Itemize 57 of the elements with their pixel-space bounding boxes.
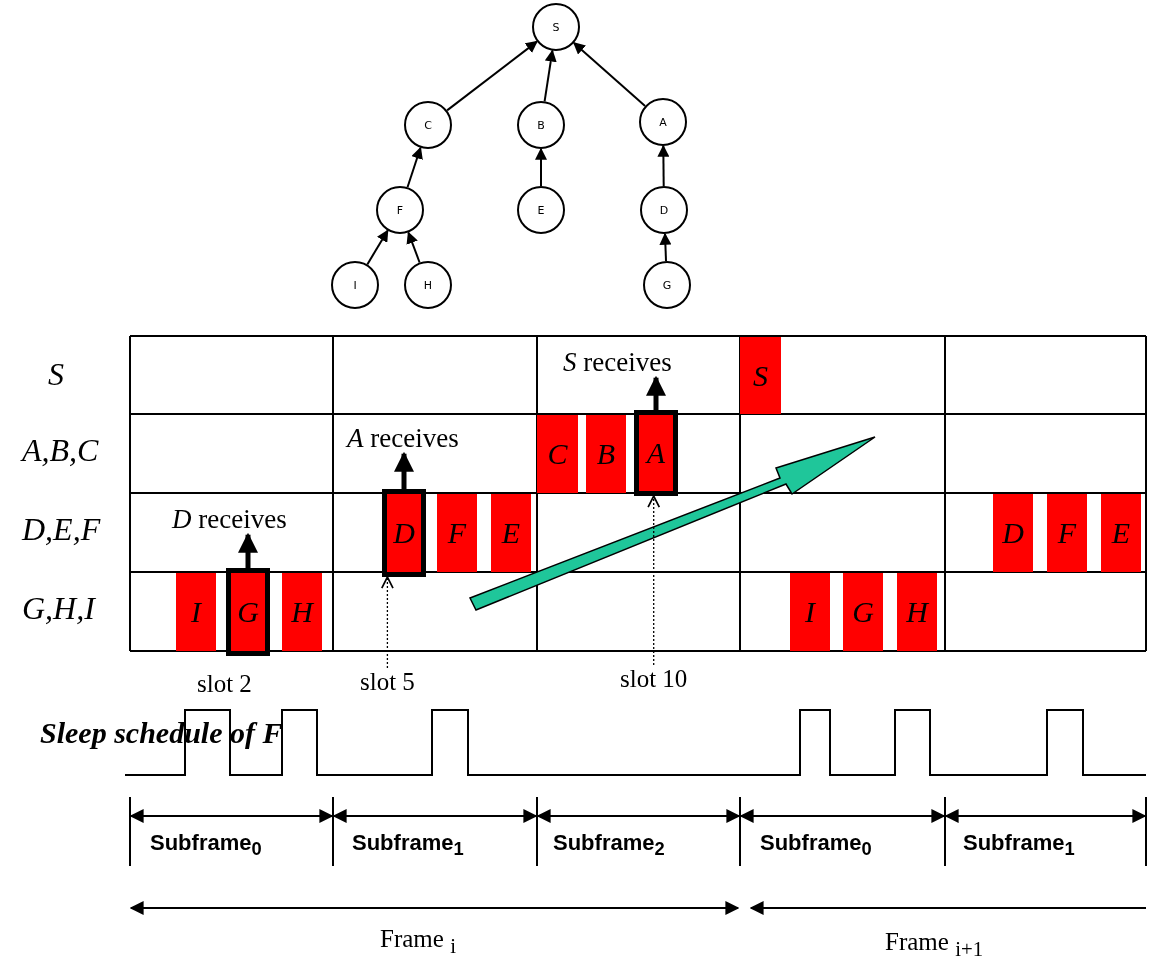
subframe-label: Subframe$_{0}$ (150, 830, 262, 861)
subframe-label: Subframe$_{1}$ (352, 830, 464, 861)
row-label: G,H,I (22, 590, 95, 627)
slot-block: D (993, 494, 1033, 572)
slot-block: F (437, 494, 477, 572)
arrow (394, 451, 414, 489)
tree-node: D (640, 186, 688, 234)
subframe-label: Subframe$_{2}$ (553, 830, 665, 861)
tree-node: A (639, 98, 687, 146)
tree-node: I (331, 261, 379, 309)
subframe-label: Subframe$_{1}$ (963, 830, 1075, 861)
slot-block: A (634, 410, 678, 496)
arrow (572, 41, 647, 108)
leader-line (647, 495, 661, 666)
slot-block: G (843, 573, 883, 651)
tree-node: G (643, 261, 691, 309)
slot-block: S (740, 337, 781, 414)
slot-block: C (537, 415, 578, 493)
tree-node: S (532, 3, 580, 51)
slot-label: slot 2 (197, 670, 252, 698)
frame-label: Frame $_{i}$ (380, 925, 456, 959)
tree-node: B (517, 101, 565, 149)
receive-label: A receives (347, 424, 459, 454)
arrow (543, 49, 557, 103)
slot-block: E (1101, 494, 1141, 572)
arrow (446, 40, 538, 112)
arrow (659, 232, 672, 262)
slot-block: D (382, 489, 426, 577)
slot-block: H (282, 573, 322, 651)
receive-label: D receives (172, 505, 287, 535)
row-label: S (48, 356, 64, 393)
tree-node: E (517, 186, 565, 234)
arrow (646, 375, 666, 410)
slot-block: I (790, 573, 830, 651)
tree-node: C (404, 101, 452, 149)
frame-label: Frame $_{i+1}$ (885, 928, 984, 962)
arrow (406, 146, 423, 189)
receive-label: S receives (563, 348, 672, 378)
slot-label: slot 10 (620, 665, 688, 693)
row-label: A,B,C (22, 432, 99, 469)
slot-block: I (176, 573, 216, 651)
arrow (238, 532, 258, 568)
row-label: D,E,F (22, 511, 101, 548)
tree-node: F (376, 186, 424, 234)
arrow (657, 144, 670, 187)
slot-block: E (491, 494, 531, 572)
slot-label: slot 5 (360, 668, 415, 696)
arrow (406, 231, 421, 264)
slot-block: F (1047, 494, 1087, 572)
slot-block: H (897, 573, 937, 651)
slot-block: G (226, 568, 270, 656)
subframe-label: Subframe$_{0}$ (760, 830, 872, 861)
arrow (366, 229, 389, 266)
leader-line (380, 576, 394, 669)
arrow (535, 147, 547, 187)
slot-block: B (586, 415, 626, 493)
tree-node: H (404, 261, 452, 309)
